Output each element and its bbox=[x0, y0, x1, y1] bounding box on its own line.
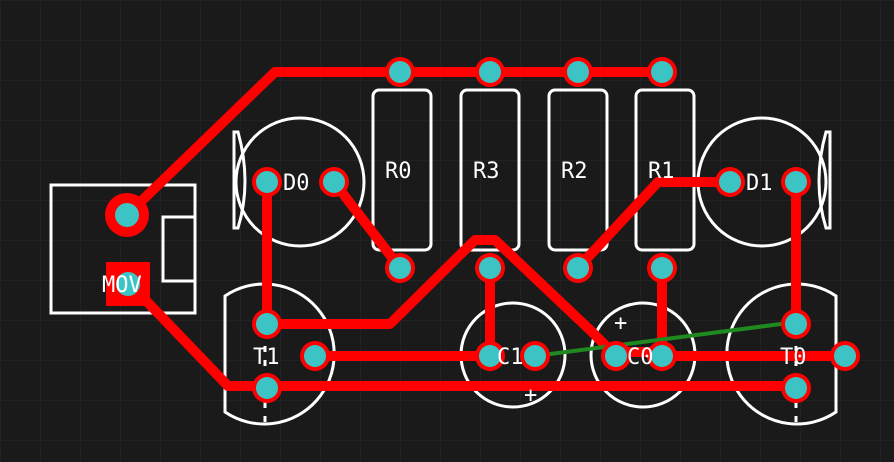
pad-r1-1[interactable] bbox=[647, 57, 677, 87]
r0-outline bbox=[371, 88, 433, 252]
pad-c1-1[interactable] bbox=[475, 341, 505, 371]
pad-t1-2[interactable] bbox=[300, 341, 330, 371]
pad-r0-2[interactable] bbox=[385, 253, 415, 283]
connector-tab bbox=[161, 215, 197, 283]
pad-d0-2[interactable] bbox=[319, 167, 349, 197]
label-layer: D0 D1 R0 R3 R2 R1 T1 T0 C1 C0 MOV + + bbox=[102, 159, 807, 408]
pad-d1-2[interactable] bbox=[781, 167, 811, 197]
pad-connector-2[interactable] bbox=[106, 262, 150, 306]
label-r3: R3 bbox=[473, 159, 500, 184]
pad-t0-2[interactable] bbox=[830, 341, 860, 371]
pad-c0-2[interactable] bbox=[647, 341, 677, 371]
ratsnest-line bbox=[533, 320, 798, 358]
pad-t0-1[interactable] bbox=[781, 309, 811, 339]
pad-r3-1[interactable] bbox=[475, 57, 505, 87]
pad-d1-1[interactable] bbox=[715, 167, 745, 197]
trace-d0-r0 bbox=[329, 177, 405, 273]
label-d1: D1 bbox=[746, 171, 773, 196]
pad-t1-1[interactable] bbox=[252, 309, 282, 339]
label-r0: R0 bbox=[385, 159, 412, 184]
r3-outline bbox=[459, 88, 521, 252]
pad-c0-1[interactable] bbox=[601, 341, 631, 371]
label-connector: MOV bbox=[102, 273, 142, 298]
d0-flat-side bbox=[232, 130, 247, 230]
label-d0: D0 bbox=[283, 171, 310, 196]
c0-polarity-mark: + bbox=[614, 311, 627, 336]
pad-r2-2[interactable] bbox=[563, 253, 593, 283]
trace-mov-t1 bbox=[125, 279, 802, 391]
trace-r2-d1 bbox=[573, 177, 735, 273]
d1-flat-side bbox=[817, 130, 832, 230]
label-c0: C0 bbox=[627, 345, 654, 370]
pad-t0-3[interactable] bbox=[781, 373, 811, 403]
label-t0: T0 bbox=[780, 345, 807, 370]
r1-outline bbox=[634, 88, 696, 252]
pad-c1-2[interactable] bbox=[520, 341, 550, 371]
label-c1: C1 bbox=[497, 345, 524, 370]
pad-r0-1[interactable] bbox=[385, 57, 415, 87]
label-t1: T1 bbox=[253, 345, 280, 370]
pad-r3-2[interactable] bbox=[475, 253, 505, 283]
r2-outline bbox=[547, 88, 609, 252]
pad-t1-3[interactable] bbox=[252, 373, 282, 403]
pad-d0-1[interactable] bbox=[252, 167, 282, 197]
pad-layer bbox=[105, 57, 860, 403]
d0-outline bbox=[234, 116, 366, 248]
pad-r1-2[interactable] bbox=[647, 253, 677, 283]
c1-polarity-mark: + bbox=[524, 383, 537, 408]
label-r1: R1 bbox=[648, 159, 675, 184]
label-r2: R2 bbox=[561, 159, 588, 184]
pad-r2-1[interactable] bbox=[563, 57, 593, 87]
pad-connector-1[interactable] bbox=[105, 193, 149, 237]
trace-top-bus bbox=[122, 67, 667, 220]
